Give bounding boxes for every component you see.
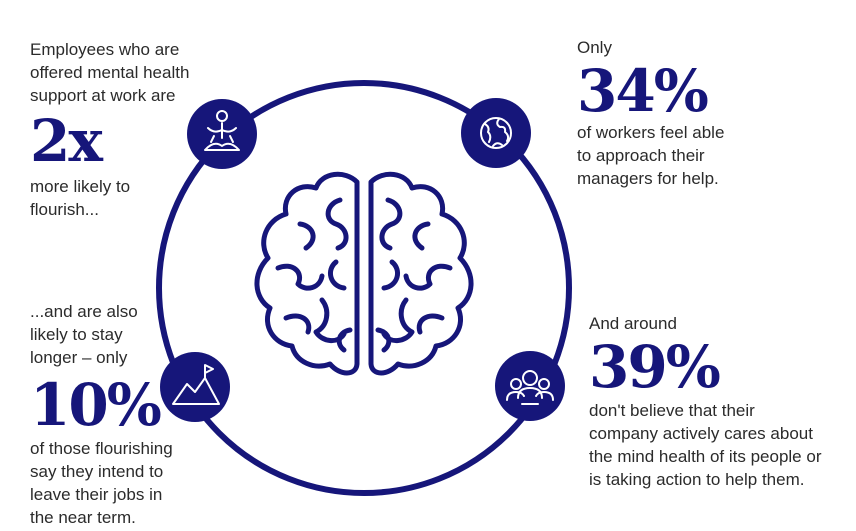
stat-retention-intro: ...and are also likely to stay longer – … (30, 302, 138, 367)
mountain-flag-icon (160, 352, 230, 422)
stat-retention: ...and are also likely to stay longer – … (30, 300, 173, 529)
stat-company-figure: 39% (589, 333, 721, 401)
stat-managers-intro: Only (577, 38, 612, 57)
globe-icon (461, 98, 531, 168)
stat-retention-outro: of those flourishing say they intend to … (30, 439, 173, 527)
group-people-icon (495, 351, 565, 421)
meditation-icon (187, 99, 257, 169)
stat-company-outro: don't believe that their company activel… (589, 401, 822, 489)
stat-retention-figure: 10% (30, 371, 162, 439)
stat-flourish-outro: more likely to flourish... (30, 177, 131, 219)
stat-managers-figure: 34% (577, 57, 709, 125)
stat-flourish: Employees who are offered mental health … (30, 38, 189, 221)
stat-company: And around 39% don't believe that their … (589, 312, 821, 491)
stat-managers-outro: of workers feel able to approach their m… (577, 123, 725, 188)
stat-flourish-intro: Employees who are offered mental health … (30, 40, 190, 105)
stat-company-intro: And around (589, 314, 677, 333)
outer-ring (156, 80, 572, 496)
stat-flourish-figure: 2x (30, 107, 103, 175)
stat-managers: Only 34% of workers feel able to approac… (577, 36, 724, 190)
brain-icon (254, 171, 474, 376)
